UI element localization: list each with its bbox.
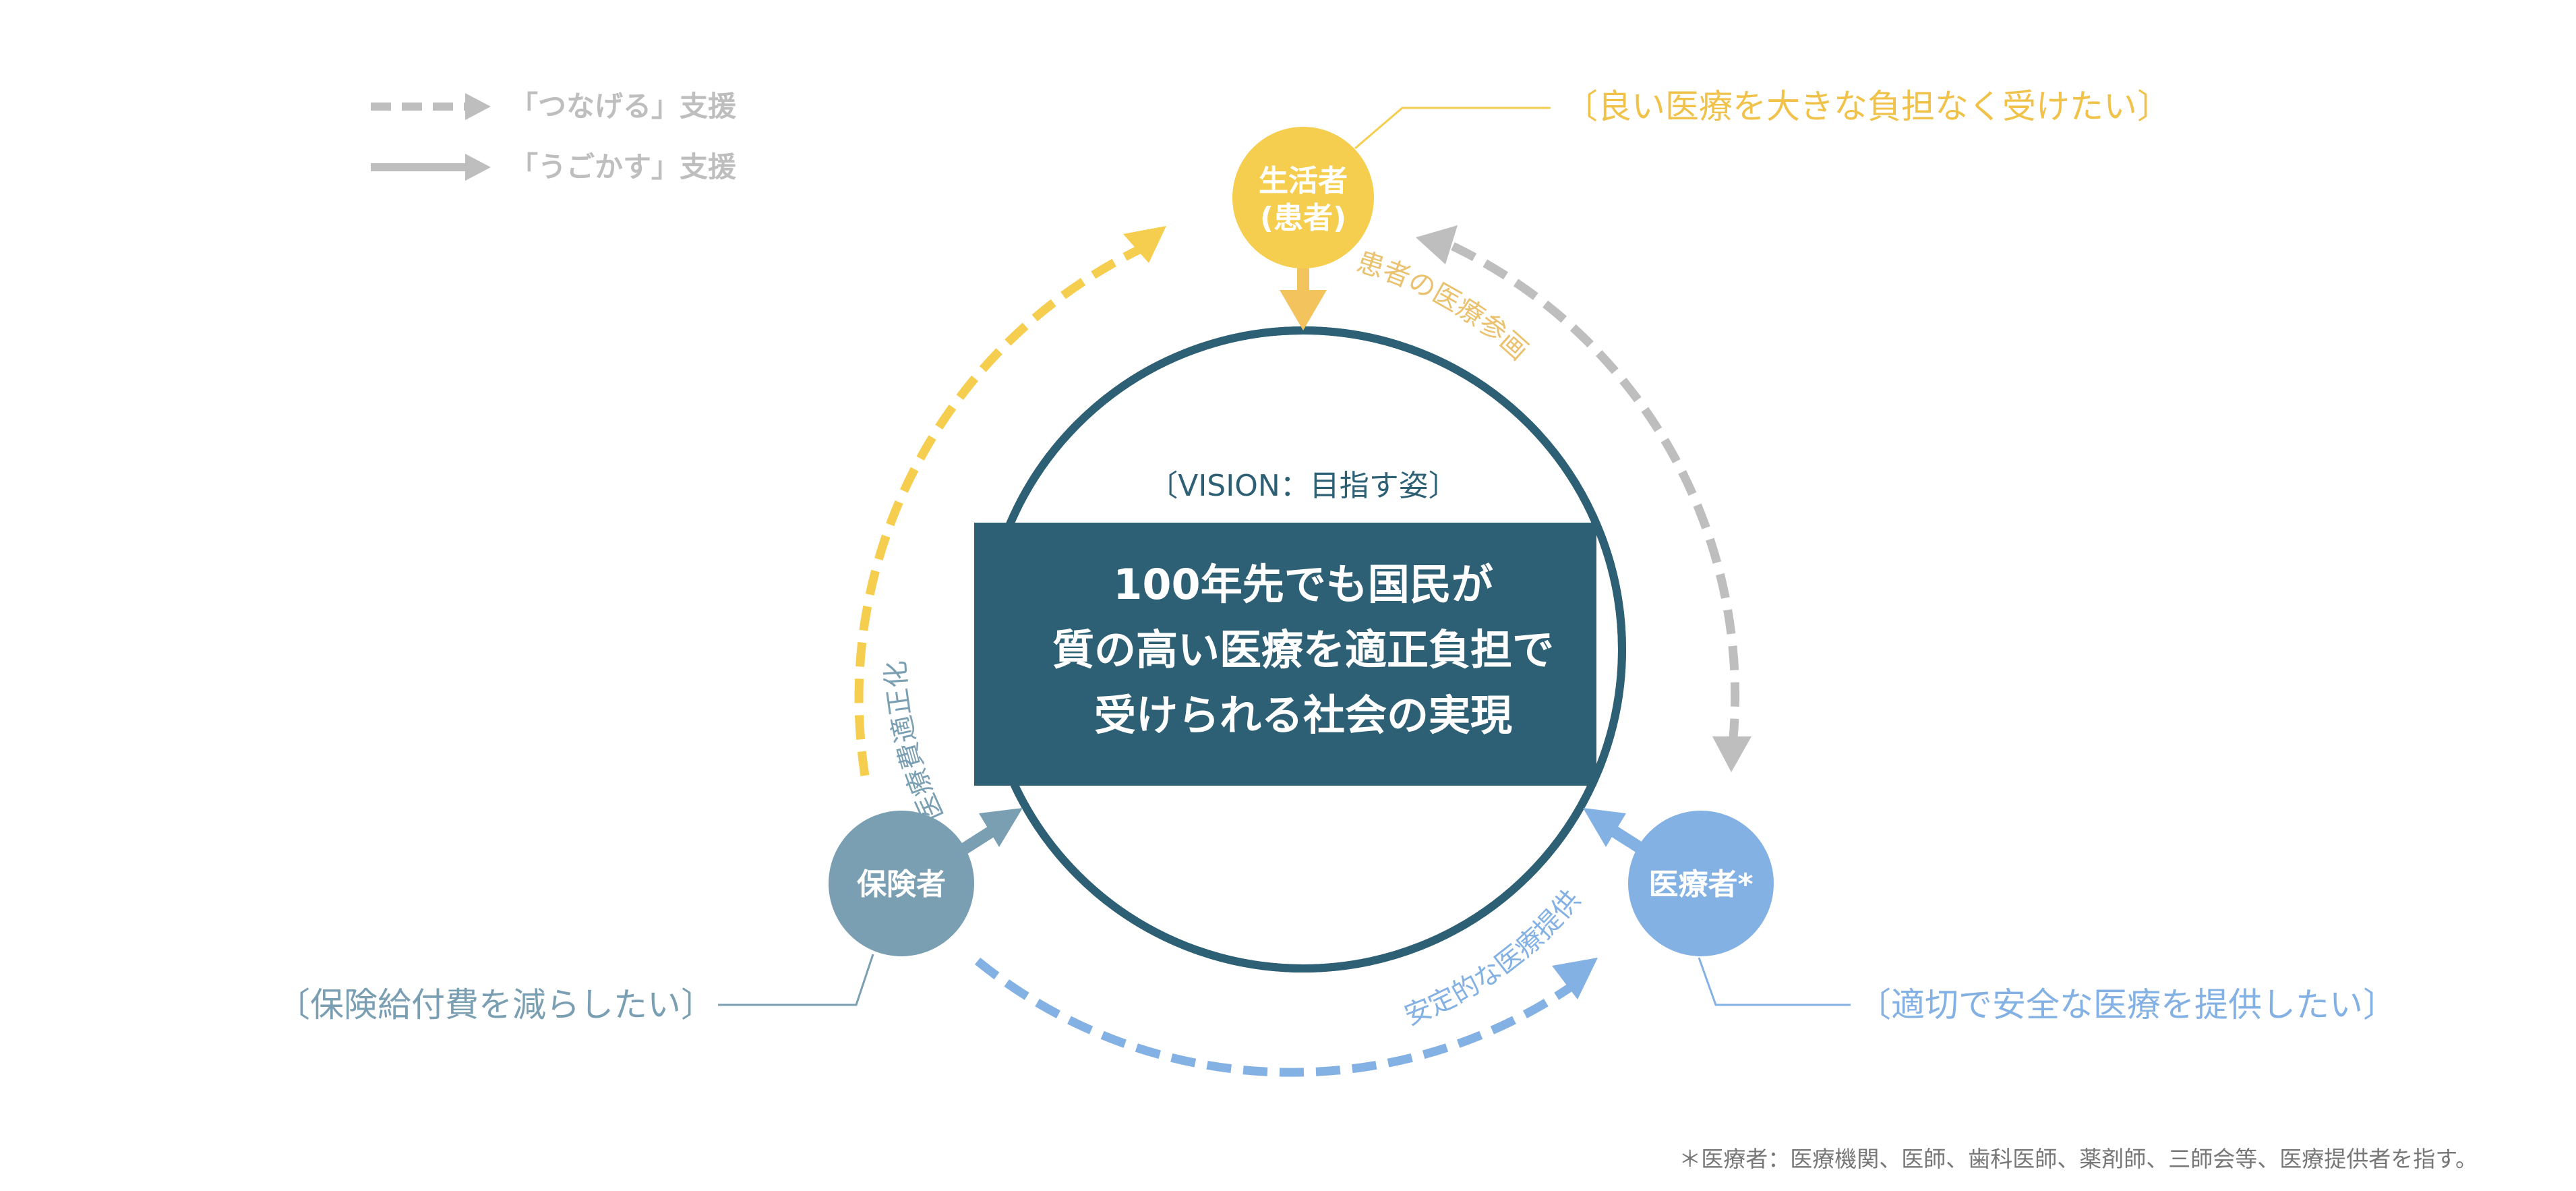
arc-patient-to-provider xyxy=(1451,242,1740,746)
arrow-patient-to-vision-head xyxy=(1280,290,1327,330)
legend: 「つなげる」支援 「うごかす」支援 xyxy=(371,90,737,183)
arc-insurer-to-patient-arrowhead xyxy=(1123,226,1166,263)
node-patient-label-line2: (患者) xyxy=(1260,201,1346,235)
node-provider-callout-line xyxy=(1698,957,1851,1006)
vision-circle: 〔VISION：目指す姿〕 100年先でも国民が 質の高い医療を適正負担で 受け… xyxy=(974,326,1626,972)
legend-dashed-arrowhead xyxy=(465,93,491,120)
label-cost-optimization: 医療費適正化 xyxy=(880,660,950,826)
arc-insurer-to-provider-arrowhead xyxy=(1552,958,1598,999)
vision-band xyxy=(974,523,1596,786)
arrow-provider-to-vision-head xyxy=(1583,808,1626,847)
legend-solid-label: 「うごかす」支援 xyxy=(510,150,737,183)
legend-solid-arrowhead xyxy=(465,154,491,181)
arc-insurer-to-provider xyxy=(974,957,1577,1077)
vision-header: 〔VISION：目指す姿〕 xyxy=(1148,469,1458,503)
node-insurer-desire: 〔保険給付費を減らしたい〕 xyxy=(276,985,715,1024)
vision-line-1: 100年先でも国民が xyxy=(1113,560,1493,609)
legend-dashed-label: 「つなげる」支援 xyxy=(510,90,737,123)
arrow-insurer-to-vision-head xyxy=(979,808,1023,847)
node-insurer: 保険者 〔保険給付費を減らしたい〕 xyxy=(276,811,974,1024)
node-provider-circle xyxy=(1628,811,1774,956)
node-insurer-circle xyxy=(829,811,974,956)
node-patient: 生活者 (患者) 〔良い医療を大きな負担なく受けたい〕 xyxy=(1232,87,2171,268)
vision-line-2: 質の高い医療を適正負担で xyxy=(1052,625,1554,674)
node-patient-callout-line xyxy=(1354,107,1551,150)
node-insurer-callout-line xyxy=(718,954,874,1006)
arc-patient-to-provider-head-top xyxy=(1416,225,1458,264)
node-patient-circle xyxy=(1232,127,1374,268)
footnote: ＊医療者：医療機関、医師、歯科医師、薬剤師、三師会等、医療提供者を指す。 xyxy=(1679,1146,2478,1172)
node-insurer-label: 保険者 xyxy=(857,867,946,902)
node-patient-desire: 〔良い医療を大きな負担なく受けたい〕 xyxy=(1564,87,2171,126)
vision-line-3: 受けられる社会の実現 xyxy=(1094,691,1512,740)
node-provider-label: 医療者* xyxy=(1648,867,1753,902)
node-provider-desire: 〔適切で安全な医療を提供したい〕 xyxy=(1857,985,2397,1024)
node-provider: 医療者* 〔適切で安全な医療を提供したい〕 xyxy=(1628,811,2397,1024)
arc-insurer-to-patient xyxy=(854,245,1141,777)
node-patient-label-line1: 生活者 xyxy=(1259,164,1348,198)
arc-patient-to-provider-head-bottom xyxy=(1712,736,1751,772)
